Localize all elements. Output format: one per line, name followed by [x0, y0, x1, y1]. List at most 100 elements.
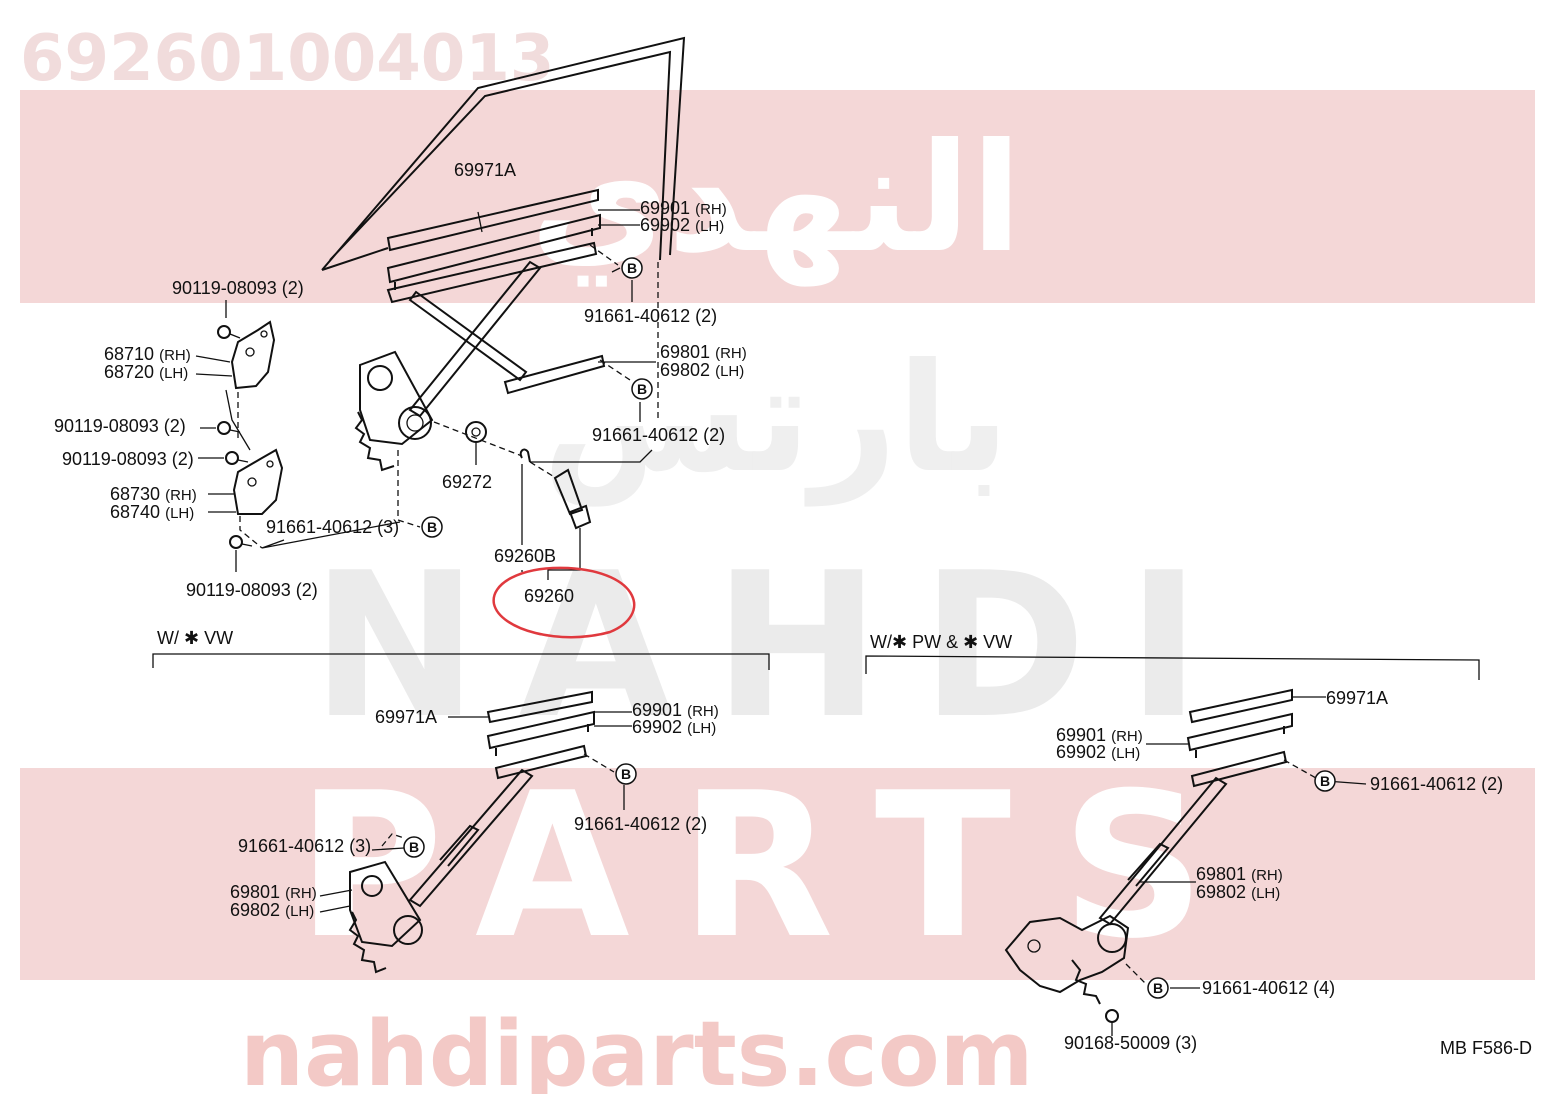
callout-69272: 69272 — [442, 472, 492, 492]
callout-90119-c: 90119-08093 (2) — [62, 449, 194, 469]
leader-dashed-bolts — [397, 244, 631, 528]
regulator-pinion — [367, 365, 393, 391]
highlight-ellipse-69260 — [492, 566, 636, 639]
pw-regulator-bar — [1190, 750, 1288, 788]
regulator-hub — [398, 406, 432, 440]
svg-text:B: B — [621, 766, 631, 782]
vw-callout-91661-b: 91661-40612 (3) — [238, 836, 371, 856]
main-assembly — [195, 36, 686, 639]
glass-run-channel — [386, 188, 599, 252]
watermark-part-number: 692601004013 — [20, 22, 554, 96]
pw-callout-91661-b: 91661-40612 (4) — [1202, 978, 1335, 998]
vw-b-marker-2: B — [403, 836, 425, 858]
leader-dashed-crank — [433, 421, 557, 479]
vw-glass-channel — [486, 690, 593, 724]
callout-68740: 68740 (LH) — [110, 502, 194, 522]
pw-callout-69971a: 69971A — [1326, 688, 1388, 708]
svg-text:B: B — [627, 260, 637, 276]
regulator-arm-b — [408, 260, 542, 418]
pw-b-marker-2: B — [1147, 977, 1169, 999]
section-pw-vw: W/✱ PW & ✱ VW B B 69971A 69901 (RH) 6990… — [865, 632, 1503, 1053]
vw-leaders — [319, 711, 632, 913]
bolt-90119-mid2 — [225, 451, 249, 465]
svg-text:B: B — [409, 839, 419, 855]
b-marker-2: B — [631, 378, 653, 400]
door-hinge-upper — [230, 320, 276, 390]
pw-motor-hub — [1097, 923, 1127, 953]
callout-68720: 68720 (LH) — [104, 362, 188, 382]
bolt-90119-lower — [229, 535, 253, 549]
pw-glass-channel — [1188, 688, 1293, 724]
watermark-band-top — [20, 90, 1535, 303]
watermark-latin-line2: PARTS — [297, 750, 1256, 983]
door-hinge-lower-hole — [247, 477, 257, 487]
door-hinge-lower-hole-2 — [266, 460, 274, 468]
window-crank-handle — [553, 468, 592, 530]
pw-regulator-arm — [1098, 776, 1228, 926]
pw-callout-91661-a: 91661-40612 (2) — [1370, 774, 1503, 794]
callout-69902: 69902 (LH) — [640, 215, 724, 235]
pw-leaders — [1111, 696, 1367, 1036]
pw-motor-hole — [1027, 939, 1041, 953]
callout-69802-main: 69802 (LH) — [660, 360, 744, 380]
callout-90119-d: 90119-08093 (2) — [186, 580, 318, 600]
leader-lines-center — [475, 209, 656, 580]
callout-69901: 69901 (RH) — [640, 198, 727, 218]
regulator-arm-a — [408, 290, 528, 382]
bolt-90119-upper — [217, 325, 241, 339]
vw-callout-69801: 69801 (RH) — [230, 882, 317, 902]
callout-90119-b: 90119-08093 (2) — [54, 416, 186, 436]
vw-sector-teeth — [348, 911, 387, 974]
vw-callout-69901: 69901 (RH) — [632, 700, 719, 720]
regulator-upper-bar — [386, 241, 598, 304]
pw-motor-plate — [1004, 914, 1130, 994]
section-vw-title: W/ ✱ VW — [157, 628, 233, 648]
pw-sector-teeth — [1071, 959, 1101, 1005]
regulator-gear-plate — [359, 350, 434, 446]
watermark-arabic-line1: النهدي — [530, 112, 1022, 287]
pw-callout-90168: 90168-50009 (3) — [1064, 1033, 1197, 1053]
regulator-lower-bar — [503, 354, 606, 395]
pw-callout-69902: 69902 (LH) — [1056, 742, 1140, 762]
pw-b-marker-1: B — [1314, 770, 1336, 792]
door-hinge-upper-hole-2 — [260, 330, 268, 338]
door-hinge-lower — [232, 448, 284, 515]
callout-69260b: 69260B — [494, 546, 556, 566]
pw-callout-69801: 69801 (RH) — [1196, 864, 1283, 884]
vw-callout-69802: 69802 (LH) — [230, 900, 314, 920]
vw-regulator-bar — [494, 744, 588, 780]
watermark-url: nahdiparts.com — [240, 1002, 1033, 1094]
b-marker-3: B — [421, 516, 443, 538]
section-pw-vw-bracket — [865, 655, 1480, 680]
vw-hub — [393, 915, 423, 945]
svg-text:B: B — [637, 381, 647, 397]
callout-90119-a: 90119-08093 (2) — [172, 278, 304, 298]
section-vw: W/ ✱ VW B B 69971A 69901 (RH) 69902 (LH)… — [152, 628, 770, 974]
leader-dashed-left — [237, 392, 263, 549]
vw-sash-channel — [486, 710, 595, 756]
vw-pinion — [361, 875, 383, 897]
pw-sash-channel — [1186, 712, 1293, 758]
watermark: 692601004013 النهدي بارتس NAHDI PARTS na… — [20, 22, 1535, 1094]
door-hinge-upper-hole — [245, 347, 255, 357]
regulator-hub-inner — [406, 414, 424, 432]
svg-text:B: B — [1320, 773, 1330, 789]
washer-69272-hole — [471, 427, 481, 437]
callout-91661-c: 91661-40612 (3) — [266, 517, 399, 537]
pw-bolt-90168 — [1105, 1009, 1119, 1023]
vw-regulator-arm — [408, 768, 534, 908]
pw-callout-69802: 69802 (LH) — [1196, 882, 1280, 902]
callout-68710: 68710 (RH) — [104, 344, 191, 364]
section-vw-bracket — [152, 653, 770, 670]
washer-69272 — [465, 421, 487, 443]
door-glass-outline — [321, 36, 686, 271]
diagram-code: MB F586-D — [1440, 1038, 1532, 1058]
callout-68730: 68730 (RH) — [110, 484, 197, 504]
pw-callout-69901: 69901 (RH) — [1056, 725, 1143, 745]
callouts-main: 69971A 69901 (RH) 69902 (LH) 90119-08093… — [54, 160, 747, 606]
vw-callout-91661-a: 91661-40612 (2) — [574, 814, 707, 834]
vw-gear-plate — [349, 860, 422, 948]
section-pw-vw-title: W/✱ PW & ✱ VW — [870, 632, 1012, 652]
svg-text:B: B — [1153, 980, 1163, 996]
